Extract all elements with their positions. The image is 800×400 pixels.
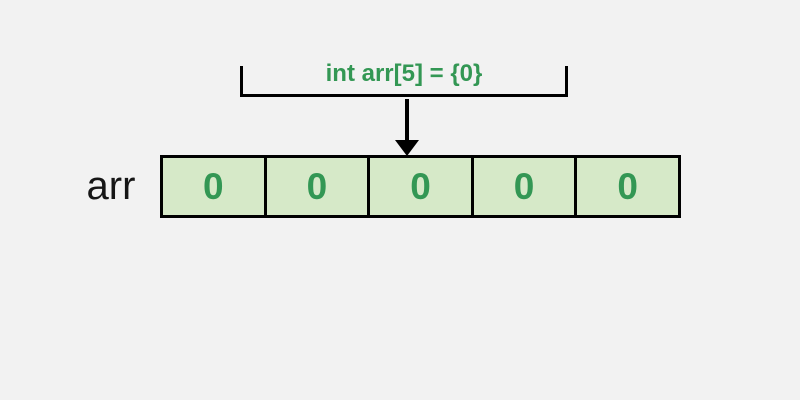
- array-name-label: arr: [86, 164, 136, 208]
- array-cells-row: 0 0 0 0 0: [160, 155, 681, 218]
- array-cell: 0: [163, 158, 264, 215]
- cell-value: 0: [410, 166, 431, 207]
- cell-value: 0: [617, 166, 638, 207]
- arrow-down-icon: [395, 140, 419, 156]
- array-cell: 0: [470, 158, 575, 215]
- cell-value: 0: [203, 166, 224, 207]
- array-cell: 0: [263, 158, 368, 215]
- declaration-label: int arr[5] = {0}: [325, 60, 483, 87]
- array-cell: 0: [574, 158, 678, 215]
- arrow-stem: [405, 99, 409, 142]
- cell-value: 0: [513, 166, 535, 207]
- array-cell: 0: [367, 158, 471, 215]
- grouping-bracket: [240, 66, 568, 97]
- cell-value: 0: [306, 166, 328, 207]
